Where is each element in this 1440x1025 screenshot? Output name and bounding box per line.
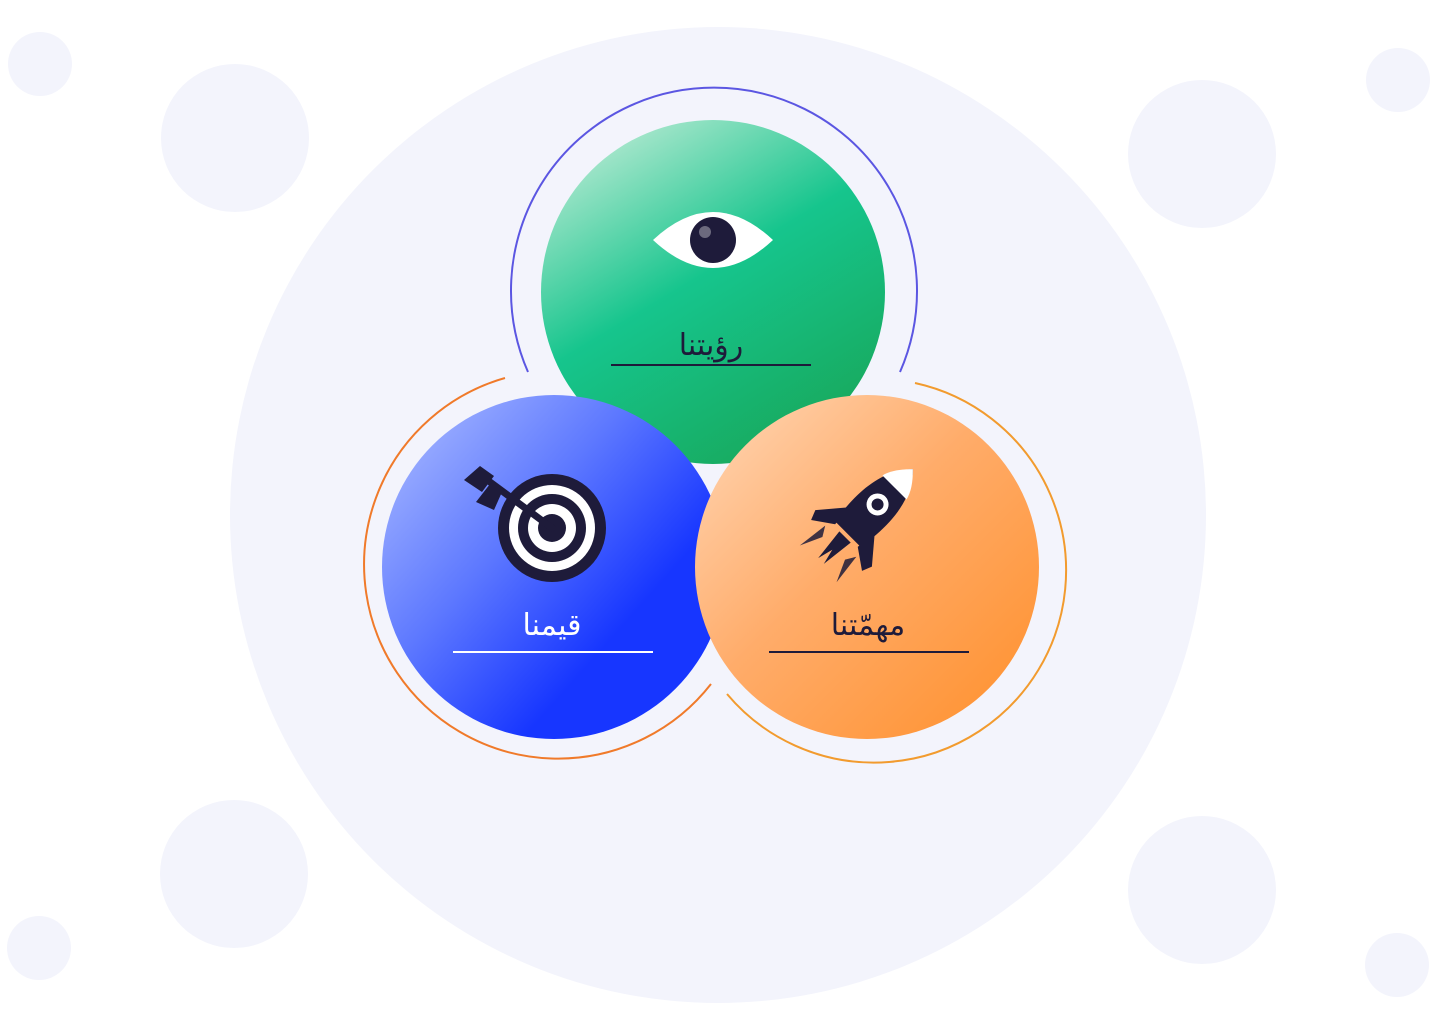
vision-node: رؤيتنا [541, 120, 885, 464]
vision-label: رؤيتنا [679, 328, 744, 363]
vision-circle [541, 120, 885, 464]
values-ring-arc [363, 377, 712, 760]
decor-dot [160, 800, 308, 948]
decor-dot [1365, 933, 1429, 997]
decor-dot [7, 916, 71, 980]
decor-dot [1366, 48, 1430, 112]
vision-ring-arc [510, 86, 918, 373]
decor-dot [1128, 80, 1276, 228]
rocket-icon [799, 469, 913, 583]
values-node: قيمنا [382, 395, 726, 739]
mission-label: مهمّتنا [831, 608, 906, 643]
decor-dot [8, 32, 72, 96]
decor-dot [161, 64, 309, 212]
outer-rings [363, 86, 1068, 764]
eye-icon [653, 212, 773, 268]
mission-node: مهمّتنا [695, 395, 1039, 739]
mission-ring-arc [726, 382, 1068, 764]
decor-dot [1128, 816, 1276, 964]
target-icon [464, 466, 606, 582]
values-label: قيمنا [523, 608, 582, 643]
